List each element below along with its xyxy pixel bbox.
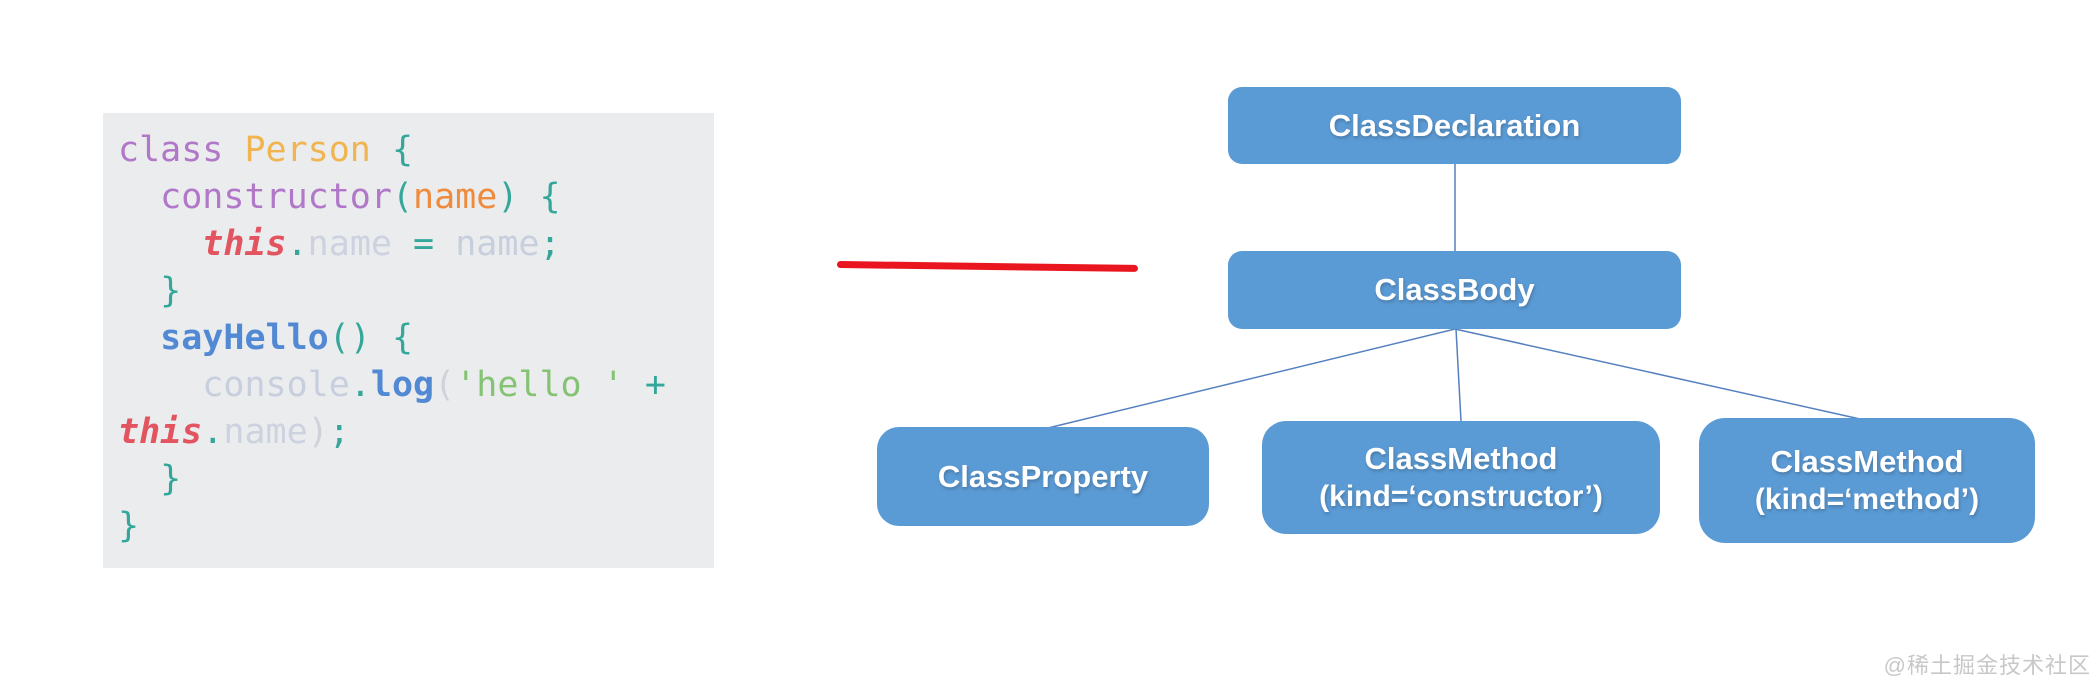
node-label: ClassMethod: [1770, 443, 1964, 479]
node-class-method-constructor: ClassMethod (kind=‘constructor’): [1262, 421, 1660, 534]
code-line: this.name);: [118, 412, 350, 452]
node-class-property: ClassProperty: [877, 427, 1209, 526]
node-sublabel: (kind=‘constructor’): [1319, 479, 1603, 513]
node-label: ClassBody: [1374, 272, 1535, 307]
code-block: class Person { constructor(name) { this.…: [103, 113, 714, 568]
code-line: }: [160, 271, 182, 311]
code-line: sayHello() {: [160, 318, 414, 358]
code-line: constructor(name) {: [160, 177, 561, 217]
node-label: ClassDeclaration: [1328, 107, 1581, 143]
code-line: }: [118, 506, 140, 546]
watermark: @稀土掘金技术社区: [1883, 653, 2091, 678]
code-line: }: [160, 459, 182, 499]
node-sublabel: (kind=‘method’): [1754, 482, 1980, 516]
code-line: class Person {: [118, 130, 414, 170]
node-class-method-method: ClassMethod (kind=‘method’): [1699, 418, 2035, 543]
node-class-declaration: ClassDeclaration: [1228, 87, 1681, 164]
node-label: ClassProperty: [937, 458, 1149, 494]
code-line: this.name = name;: [202, 224, 561, 264]
node-label: ClassMethod: [1364, 440, 1558, 476]
red-underline-annotation: [836, 261, 1139, 272]
node-class-body: ClassBody: [1228, 251, 1681, 329]
code-line: console.log('hello ' +: [202, 365, 666, 405]
